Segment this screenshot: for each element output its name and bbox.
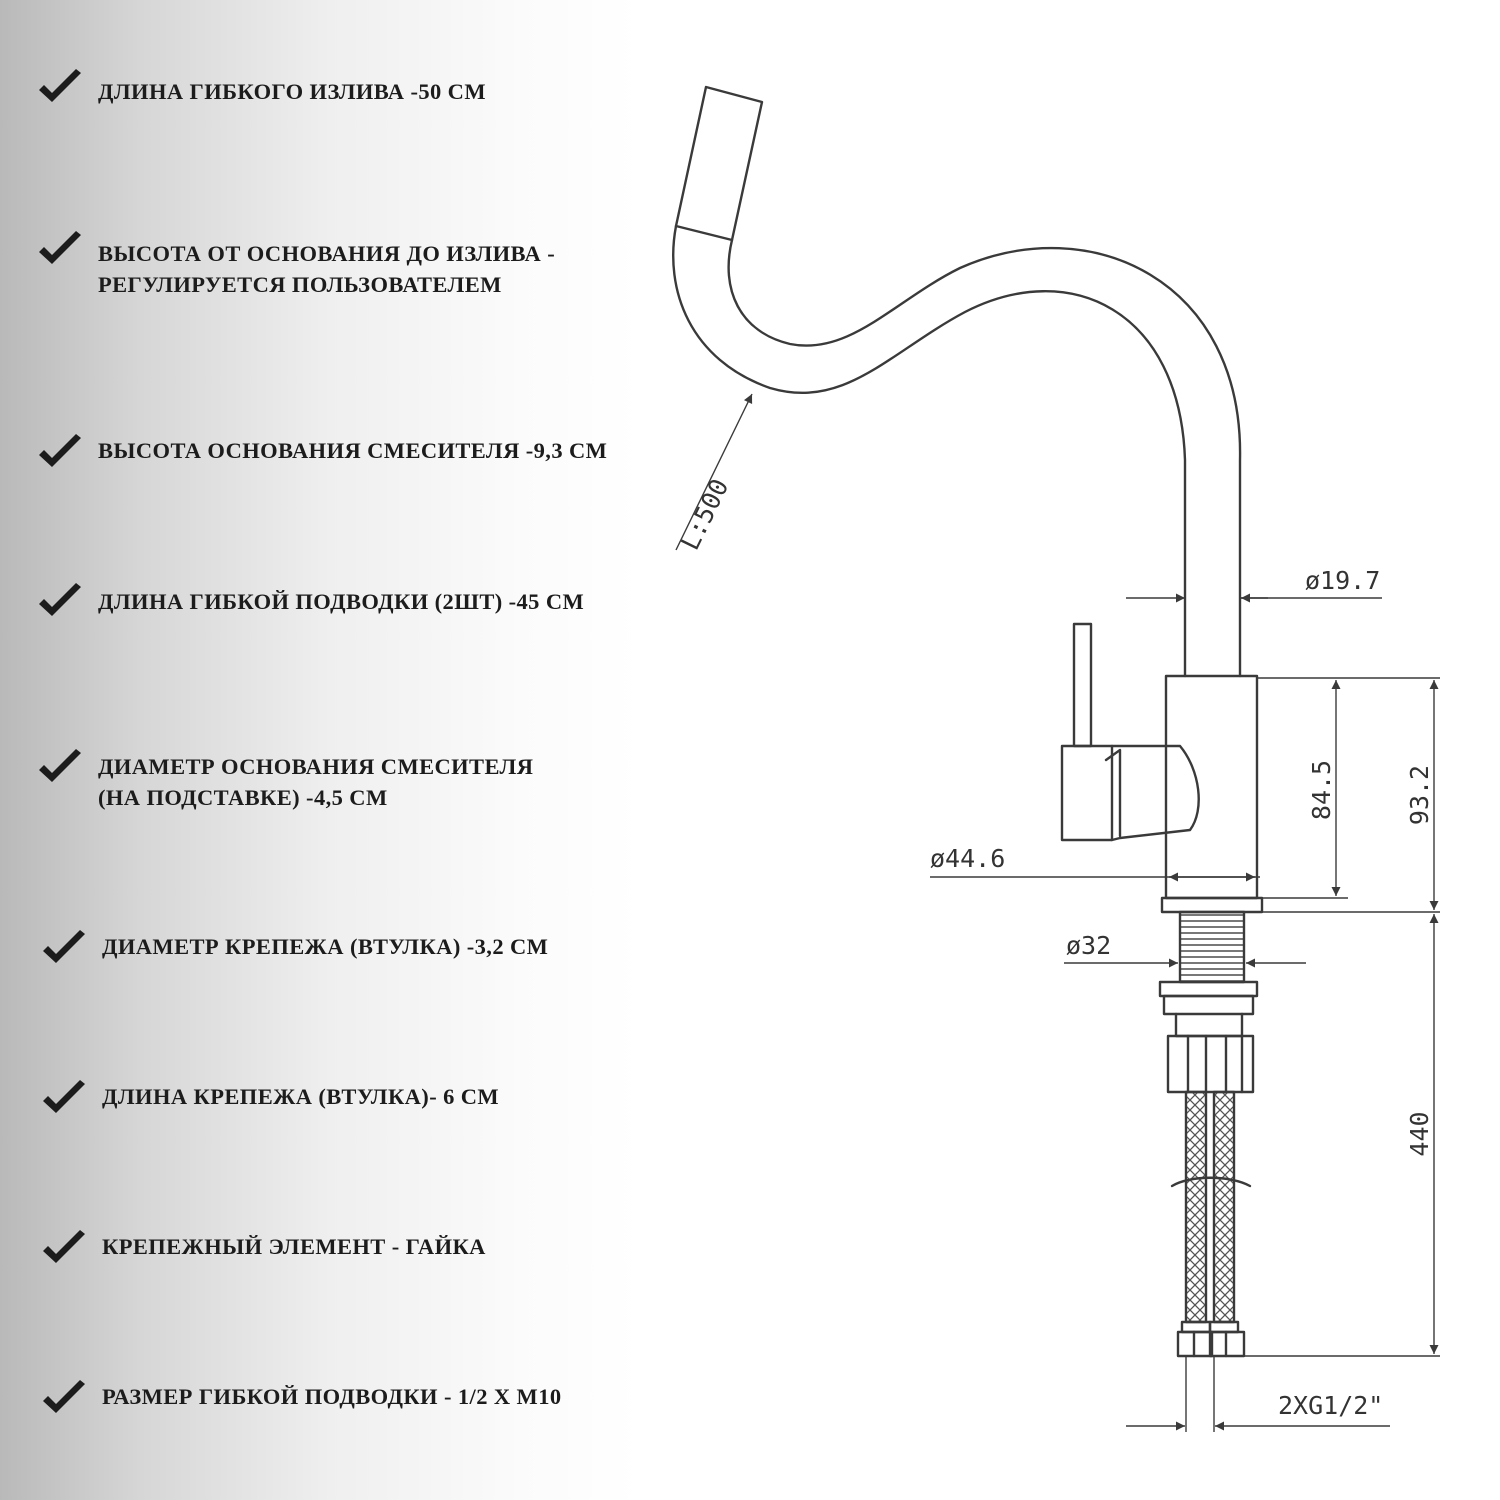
spec-text: ВЫСОТА ОТ ОСНОВАНИЯ ДО ИЗЛИВА - РЕГУЛИРУ… bbox=[98, 241, 556, 297]
fixing-nut bbox=[1158, 980, 1259, 1094]
spec-text: ДИАМЕТР ОСНОВАНИЯ СМЕСИТЕЛЯ (НА ПОДСТАВК… bbox=[98, 754, 534, 810]
check-icon bbox=[43, 930, 85, 963]
check-icon bbox=[43, 1380, 85, 1413]
check-icon bbox=[39, 231, 81, 264]
check-icon bbox=[39, 69, 81, 102]
body-height-label: 84.5 bbox=[1307, 760, 1336, 820]
check-icon bbox=[39, 434, 81, 467]
shank-diameter-label: ø32 bbox=[1066, 931, 1111, 960]
spec-text: ВЫСОТА ОСНОВАНИЯ СМЕСИТЕЛЯ -9,3 СМ bbox=[98, 438, 608, 463]
check-icon bbox=[39, 583, 81, 616]
spec-item: ДЛИНА КРЕПЕЖА (ВТУЛКА)- 6 СМ bbox=[0, 1080, 680, 1171]
lever-handle bbox=[1060, 622, 1200, 842]
spec-text: ДЛИНА ГИБКОЙ ПОДВОДКИ (2ШТ) -45 СМ bbox=[98, 589, 585, 614]
spout-body bbox=[672, 224, 1242, 678]
base-height-label: 93.2 bbox=[1405, 765, 1434, 825]
spec-item: ДИАМЕТР ОСНОВАНИЯ СМЕСИТЕЛЯ (НА ПОДСТАВК… bbox=[0, 749, 680, 841]
spec-text: ДЛИНА ГИБКОГО ИЗЛИВА -50 СМ bbox=[98, 79, 486, 104]
check-icon bbox=[43, 1230, 85, 1263]
spout-length-label: L:500 bbox=[675, 474, 734, 554]
braided-hoses bbox=[1170, 1090, 1252, 1358]
dimension-lines bbox=[675, 393, 1440, 1432]
check-icon bbox=[39, 749, 81, 782]
spec-text: ДИАМЕТР КРЕПЕЖА (ВТУЛКА) -3,2 СМ bbox=[102, 934, 549, 959]
spec-item: ВЫСОТА ОСНОВАНИЯ СМЕСИТЕЛЯ -9,3 СМ bbox=[0, 434, 680, 525]
spec-text: ДЛИНА КРЕПЕЖА (ВТУЛКА)- 6 СМ bbox=[102, 1084, 500, 1109]
spec-text: КРЕПЕЖНЫЙ ЭЛЕМЕНТ - ГАЙКА bbox=[102, 1234, 486, 1259]
connection-size-label: 2XG1/2" bbox=[1278, 1391, 1383, 1420]
spec-text: РАЗМЕР ГИБКОЙ ПОДВОДКИ - 1/2 Х М10 bbox=[102, 1384, 562, 1409]
check-icon bbox=[43, 1080, 85, 1113]
body-diameter-label: ø44.6 bbox=[930, 844, 1005, 873]
spec-item: ДИАМЕТР КРЕПЕЖА (ВТУЛКА) -3,2 СМ bbox=[0, 930, 680, 1021]
spout-tip bbox=[674, 85, 764, 242]
spec-item: ВЫСОТА ОТ ОСНОВАНИЯ ДО ИЗЛИВА - РЕГУЛИРУ… bbox=[0, 231, 680, 328]
threaded-shank bbox=[1178, 910, 1246, 984]
hose-length-label: 440 bbox=[1405, 1111, 1434, 1156]
spout-diameter-label: ø19.7 bbox=[1305, 566, 1380, 595]
spec-item: КРЕПЕЖНЫЙ ЭЛЕМЕНТ - ГАЙКА bbox=[0, 1230, 680, 1321]
spec-item: ДЛИНА ГИБКОЙ ПОДВОДКИ (2ШТ) -45 СМ bbox=[0, 583, 680, 676]
spec-item: ДЛИНА ГИБКОГО ИЗЛИВА -50 СМ bbox=[0, 69, 680, 166]
spec-item: РАЗМЕР ГИБКОЙ ПОДВОДКИ - 1/2 Х М10 bbox=[0, 1380, 680, 1471]
